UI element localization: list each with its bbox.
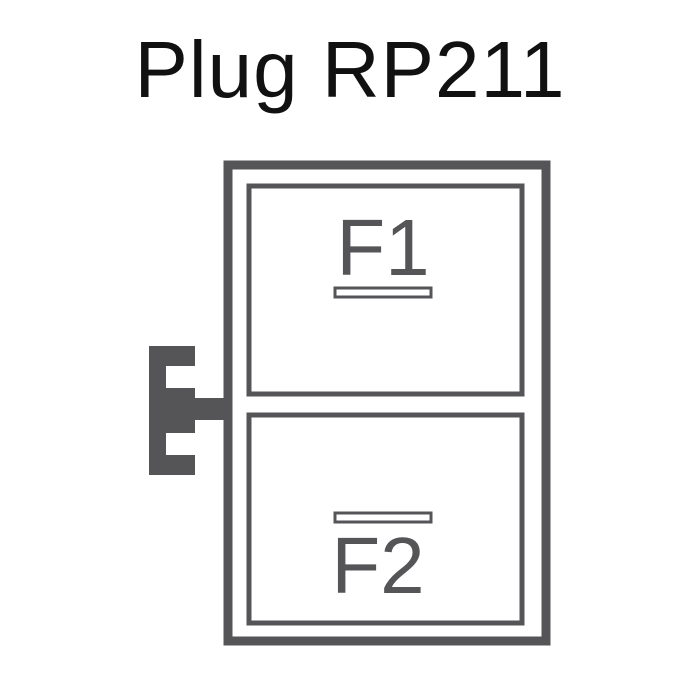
fuse-slot-f1: F1 [246,183,525,397]
connector-notch-top [166,366,196,388]
slot-frame [246,183,525,397]
connector-notch-bottom [166,433,196,455]
slot-frame [246,412,525,626]
slot-label-f2: F2 [331,521,424,610]
slot-bar-f1 [333,286,433,299]
side-connector [149,346,230,475]
connector-stem [194,398,230,420]
fuse-slot-f2: F2 [246,412,525,626]
plug-title: Plug RP211 [134,25,566,114]
connector-block [149,346,195,475]
slot-label-f1: F1 [336,203,429,292]
slot-bar-f2 [333,511,433,524]
